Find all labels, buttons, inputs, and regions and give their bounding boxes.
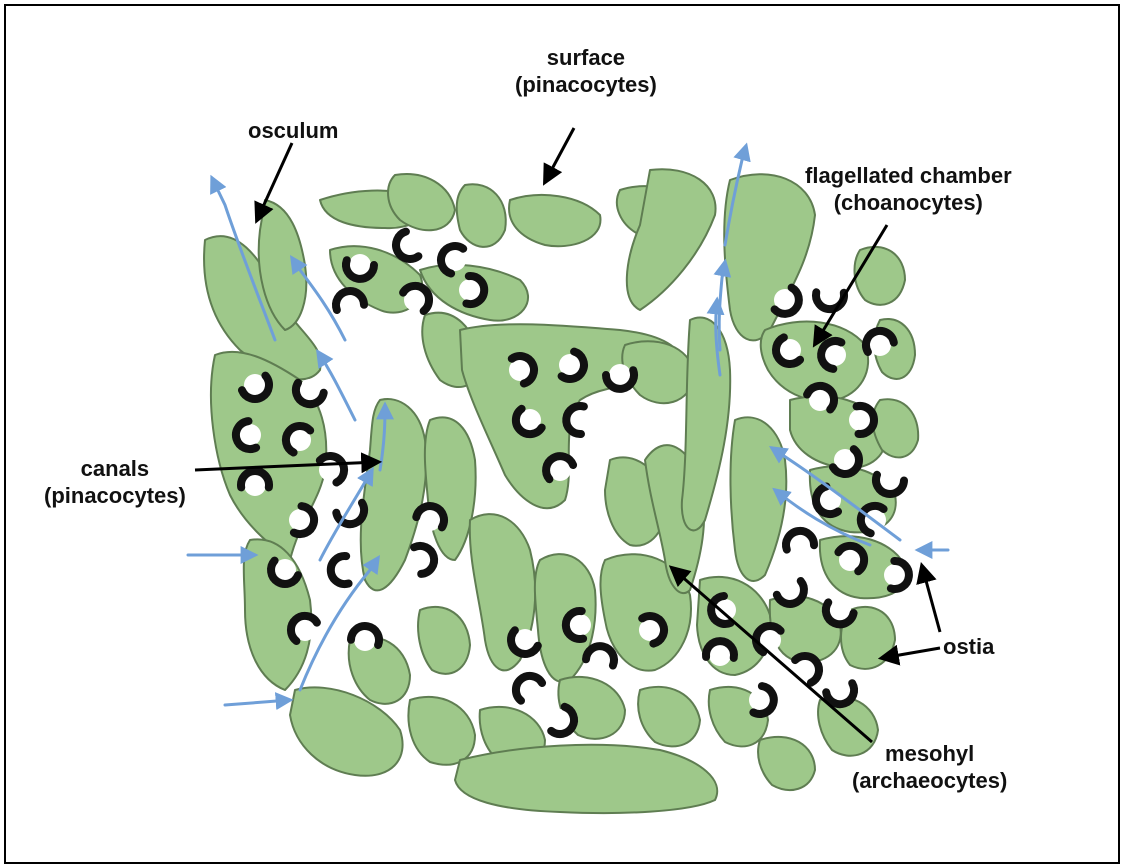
label-osculum: osculum xyxy=(248,117,338,144)
tissue-lobe-41 xyxy=(638,687,700,747)
tissue-lobe-24 xyxy=(724,174,815,340)
sponge-cross-section-diagram xyxy=(0,0,1131,846)
water-flow-arrow-8 xyxy=(225,700,290,705)
tissue-lobe-17 xyxy=(425,417,476,560)
label-mesohyl-line1: mesohyl xyxy=(852,740,1007,767)
tissue-lobe-37 xyxy=(408,697,475,765)
label-surface-line2: (pinacocytes) xyxy=(515,71,657,98)
label-flagellated-chamber-line2: (choanocytes) xyxy=(805,189,1012,216)
label-canals-line2: (pinacocytes) xyxy=(44,482,186,509)
tissue-lobe-33 xyxy=(855,247,905,305)
label-canals-line1: canals xyxy=(44,455,186,482)
pointer-arrow-ostia-upper xyxy=(922,566,940,632)
tissue-lobe-29 xyxy=(730,417,786,581)
pointer-arrow-surface xyxy=(545,128,574,182)
label-ostia: ostia xyxy=(943,633,994,660)
tissue-lobe-23 xyxy=(682,317,730,530)
water-flow-arrow-3 xyxy=(318,352,355,420)
label-flagellated-chamber-line1: flagellated chamber xyxy=(805,162,1012,189)
tissue-lobe-8 xyxy=(457,184,506,247)
label-flagellated-chamber: flagellated chamber (choanocytes) xyxy=(805,162,1012,216)
label-surface-line1: surface xyxy=(515,44,657,71)
label-surface: surface (pinacocytes) xyxy=(515,44,657,98)
label-canals: canals (pinacocytes) xyxy=(44,455,186,509)
label-mesohyl: mesohyl (archaeocytes) xyxy=(852,740,1007,794)
label-osculum-line1: osculum xyxy=(248,117,338,144)
label-ostia-line1: ostia xyxy=(943,633,994,660)
label-mesohyl-line2: (archaeocytes) xyxy=(852,767,1007,794)
tissue-lobe-39 xyxy=(455,745,717,813)
tissue-lobe-43 xyxy=(758,737,815,790)
tissue-lobe-46 xyxy=(418,607,470,674)
tissue-lobe-9 xyxy=(509,195,600,246)
